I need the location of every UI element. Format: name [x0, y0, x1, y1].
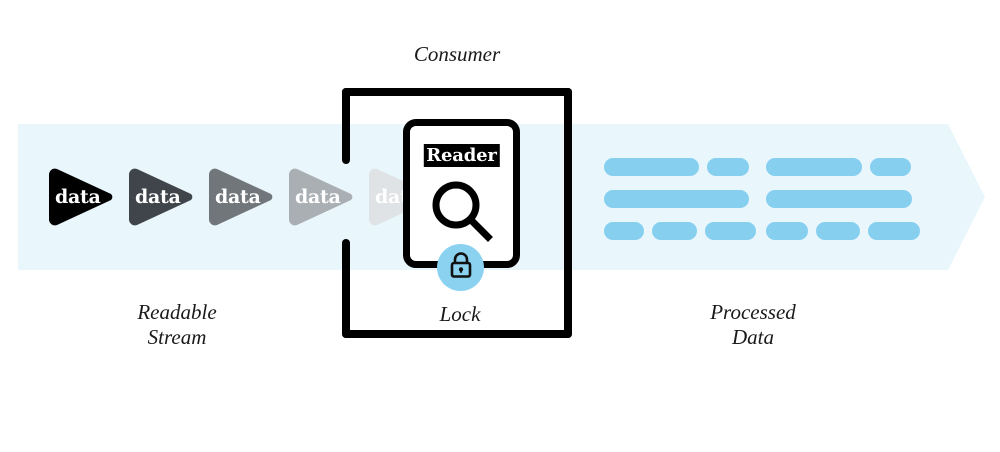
processed-data-bar: [868, 222, 920, 240]
data-chunk-label: data: [55, 186, 101, 208]
consumer-box-left-edge-lower: [342, 239, 350, 338]
data-chunk-label: data: [135, 186, 181, 208]
data-chunk-label: data: [215, 186, 261, 208]
processed-data-bar: [766, 190, 912, 208]
consumer-caption: Consumer: [413, 42, 501, 66]
processed-data-bar: [652, 222, 697, 240]
arrow-triangle-shape: [49, 168, 113, 226]
arrow-triangle-shape: [209, 168, 273, 226]
reader-label: Reader: [423, 144, 500, 167]
lock-icon: [448, 251, 474, 284]
consumer-boundary-box: [342, 88, 572, 338]
processed-data-bar: [604, 222, 644, 240]
data-chunk-label: data: [295, 186, 341, 208]
consumer-box-bottom-edge: [342, 330, 572, 338]
processed-data-bar: [816, 222, 860, 240]
consumer-box-left-edge-upper: [342, 88, 350, 164]
readable-stream-caption: Readable Stream: [137, 300, 217, 349]
processed-data-bar: [604, 190, 749, 208]
data-chunk-arrow: data: [127, 161, 199, 233]
processed-data-bar: [870, 158, 911, 176]
consumer-box-top-edge: [342, 88, 572, 96]
processed-data-bar: [766, 158, 862, 176]
magnifier-icon: [429, 178, 495, 249]
arrow-triangle-shape: [369, 168, 433, 226]
lock-caption: Lock: [439, 302, 481, 326]
data-chunk-arrow: data: [47, 161, 119, 233]
lock-badge: [437, 244, 484, 291]
processed-data-caption: Processed Data: [710, 300, 796, 349]
processed-data-bar: [705, 222, 756, 240]
arrow-triangle-shape: [129, 168, 193, 226]
arrow-triangle-shape: [289, 168, 353, 226]
data-chunk-arrow: data: [207, 161, 279, 233]
data-chunk-arrow: data: [287, 161, 359, 233]
processed-data-bar: [707, 158, 749, 176]
processed-data-bar: [604, 158, 699, 176]
processed-data-bar: [766, 222, 808, 240]
consumer-box-right-edge: [564, 88, 572, 338]
